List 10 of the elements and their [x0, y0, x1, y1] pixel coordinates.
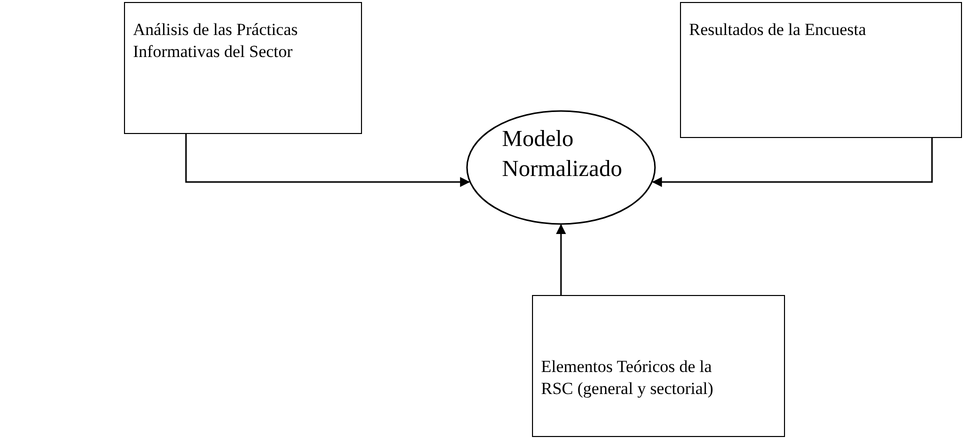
- node-label: Resultados de la Encuesta: [689, 19, 868, 41]
- process-box: [680, 2, 962, 138]
- process-box: [124, 2, 362, 134]
- node-label: Modelo Normalizado: [502, 125, 624, 183]
- arrow: [556, 224, 566, 295]
- node-label: Análisis de las Prácticas Informativas del Sector: [133, 19, 299, 63]
- arrow: [185, 134, 470, 187]
- node-label: Elementos Teóricos de la RSC (general y sectorial): [541, 356, 714, 400]
- process-box: [532, 295, 785, 437]
- arrow: [652, 138, 933, 187]
